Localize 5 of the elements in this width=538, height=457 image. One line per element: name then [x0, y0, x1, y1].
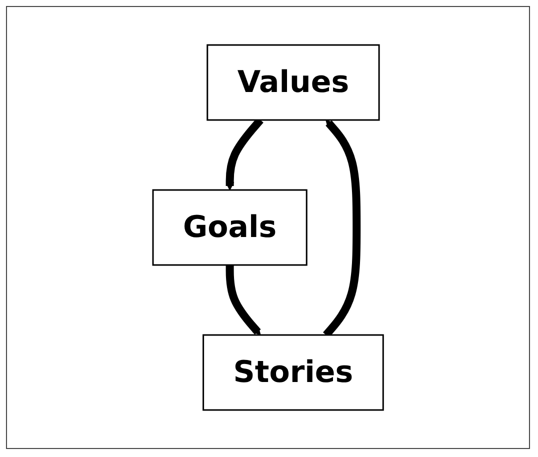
- arrow: [226, 265, 261, 336]
- diagram-frame: Values Goals Stories: [6, 6, 530, 449]
- node-box: [152, 189, 308, 266]
- node-box: [202, 334, 384, 411]
- node-box: [206, 44, 380, 121]
